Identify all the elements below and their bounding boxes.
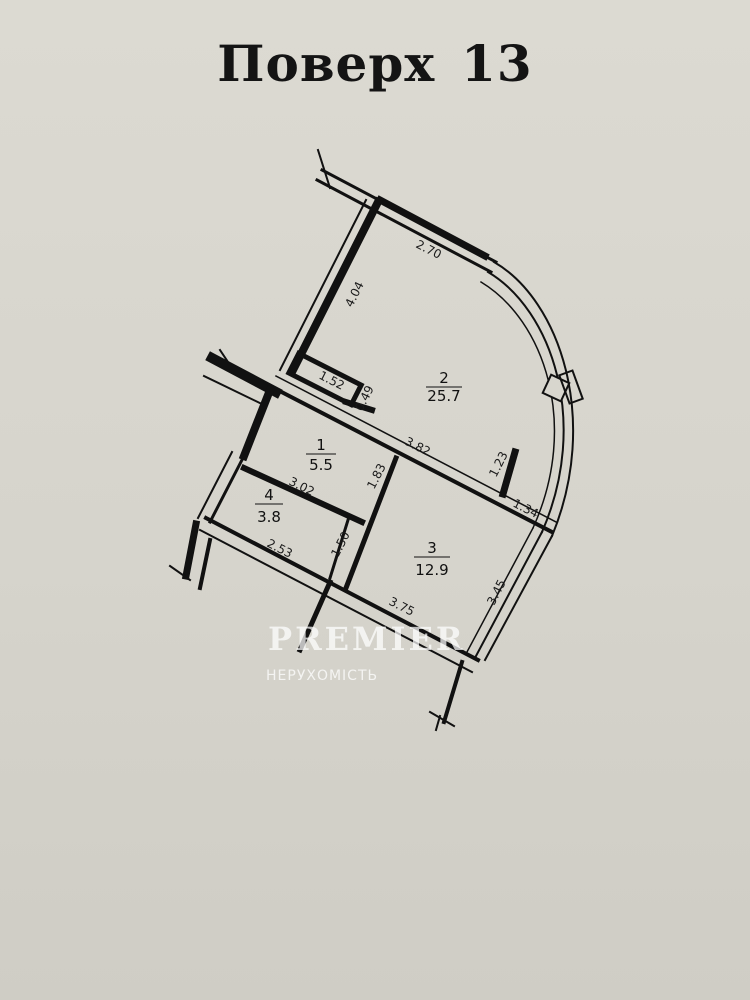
bottom-wall [168, 515, 481, 674]
partition-wall-1-3 [342, 454, 400, 592]
room-4-area: 3.8 [257, 508, 281, 526]
bathroom-side-wall [328, 518, 350, 580]
dimension-labels: 2.70 4.04 1.52 0.49 3.82 1.23 1.34 1.83 … [265, 237, 541, 619]
room-3-area: 12.9 [415, 561, 448, 579]
column-block [541, 373, 571, 403]
bay-window-curve [465, 260, 575, 662]
dim-1-50: 1.50 [328, 529, 353, 559]
room-4-number: 4 [264, 486, 274, 504]
dim-2-70: 2.70 [414, 237, 444, 262]
bottom-stub-wall [296, 578, 334, 654]
niche-box [285, 349, 365, 409]
left-wall-room2 [278, 196, 384, 378]
stub-wall [498, 447, 520, 499]
room-2-area: 25.7 [427, 387, 460, 405]
floor-title: Поверх 13 [0, 34, 750, 93]
room-1-number: 1 [316, 436, 326, 454]
floor-number: 13 [461, 34, 533, 93]
room-3-number: 3 [427, 539, 437, 557]
room-labels: 2 25.7 1 5.5 4 3.8 3 12.9 [255, 369, 462, 579]
room-2-number: 2 [439, 369, 449, 387]
floor-label: Поверх [217, 34, 436, 93]
room-1-area: 5.5 [309, 456, 333, 474]
entry-wall [196, 348, 283, 525]
bathroom-top-wall [240, 464, 366, 526]
top-wall [314, 148, 499, 275]
partition-wall-1-2 [267, 374, 558, 535]
column-block-2 [558, 369, 584, 405]
watermark-subtitle: НЕРУХОМІСТЬ [266, 668, 379, 684]
watermark-brand: PREMIER [268, 620, 466, 658]
dim-4-04: 4.04 [342, 279, 367, 309]
